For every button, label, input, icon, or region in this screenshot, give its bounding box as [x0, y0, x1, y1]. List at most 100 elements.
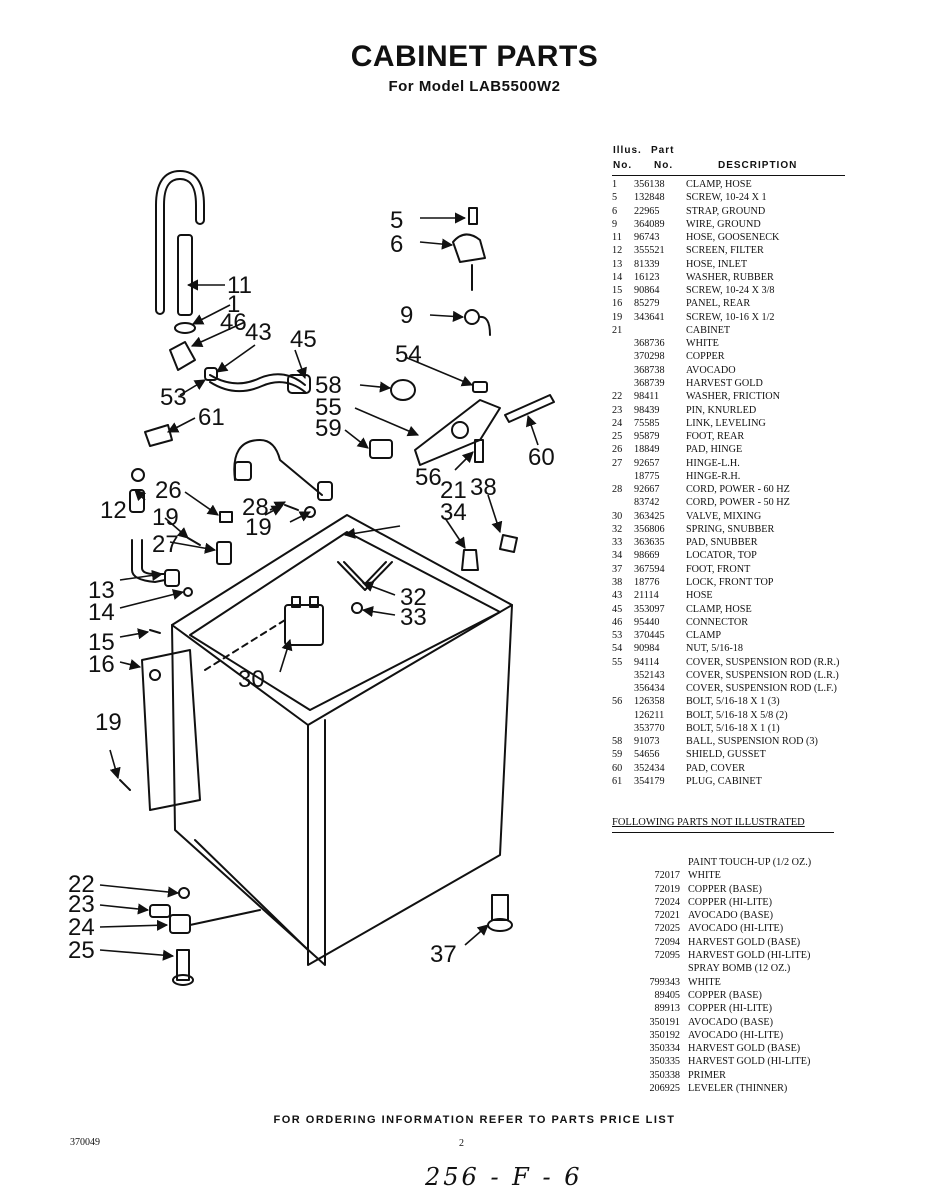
part-no: 22965: [634, 205, 660, 217]
table-row: 2595879Foot, Rear: [612, 430, 912, 443]
description: Screw, 10-24 x 1: [686, 192, 767, 204]
description: Clamp: [686, 630, 722, 642]
description: AVOCADO (BASE): [688, 910, 773, 922]
part-no: 343641: [634, 311, 665, 323]
part-no: 370445: [634, 630, 665, 642]
description: WHITE: [688, 976, 721, 988]
table-row: 19 343641 Screw, 10-16 x 1/2: [612, 311, 912, 324]
illus-no: 14: [612, 271, 623, 283]
table-row: 45353097Clamp, Hose: [612, 603, 912, 616]
description: Cord, Power - 60 Hz: [686, 484, 790, 496]
description: PRIMER: [688, 1069, 726, 1081]
description: Panel, Rear: [686, 298, 751, 310]
table-row: 5891073Ball, Suspension Rod (3): [612, 735, 912, 748]
part-no: 18849: [634, 444, 660, 456]
part-no: 355521: [634, 245, 665, 257]
illus-no: [612, 470, 626, 483]
description: Hose, Gooseneck: [686, 232, 780, 244]
part-no: 89405: [654, 989, 680, 1001]
illus-no: 15: [612, 285, 623, 297]
page-number: 2: [459, 1138, 464, 1149]
table-row: 5132848Screw, 10-24 x 1: [612, 191, 912, 204]
description: Cover, Suspension Rod (L.R.): [686, 669, 839, 681]
table-row: 60352434Pad, Cover: [612, 762, 912, 775]
illus-no: 1: [612, 179, 618, 190]
part-no: 368738: [634, 364, 665, 376]
part-no: 85279: [634, 298, 660, 310]
table-row: 12355521Screen, Filter: [612, 244, 912, 257]
illus-no: 26: [612, 444, 623, 456]
description: Pad, Hinge: [686, 444, 743, 456]
part-no: 206925: [649, 1083, 680, 1095]
callout-12: 12: [100, 497, 127, 524]
table-row: 33363635Pad, Snubber: [612, 536, 912, 549]
illus-no: 33: [612, 537, 623, 549]
handwritten-note: 256 - F - 6: [425, 1163, 583, 1191]
illus-no: 28: [612, 484, 623, 496]
part-no: 81339: [634, 258, 660, 270]
description: Bolt, 5/16-18 x 1 (3): [686, 696, 780, 708]
header-part: Part: [651, 145, 675, 156]
description: LEVELER (THINNER): [688, 1083, 788, 1095]
table-row: 9364089Wire, Ground: [612, 218, 912, 231]
part-no: [615, 856, 688, 869]
description: WHITE: [688, 870, 721, 882]
description: Screw, 10-16 x 1/2: [686, 311, 775, 323]
table-row: 5490984Nut, 5/16-18: [612, 642, 912, 655]
description: COPPER (BASE): [688, 883, 762, 895]
callout-1: 1: [227, 291, 240, 318]
description: AVOCADO (HI-LITE): [688, 923, 784, 935]
callout-21: 21: [440, 477, 467, 504]
description: Cord, Power - 50 Hz: [686, 497, 790, 509]
illus-no: 61: [612, 775, 623, 787]
description: Hose, Inlet: [686, 258, 748, 270]
callout-53: 53: [160, 384, 187, 411]
description: Hinge-L.H.: [686, 457, 740, 469]
table-row: 5594114Cover, Suspension Rod (R.R.): [612, 656, 912, 669]
illus-no: [612, 377, 626, 390]
description: Washer, Rubber: [686, 271, 774, 283]
callout-54: 54: [395, 341, 422, 368]
illus-no: 24: [612, 417, 623, 429]
exploded-parts-diagram: 5 6 9 11 1 46 43 45 53 61 54 58 55 59 60…: [68, 170, 555, 986]
part-no: 356138: [634, 179, 665, 190]
header-no: No.: [613, 160, 633, 171]
description: Clamp, Hose: [686, 603, 752, 615]
description: Nut, 5/16-18: [686, 643, 743, 655]
illus-no: 22: [612, 391, 623, 403]
table-row: 2792657Hinge-L.H.: [612, 457, 912, 470]
table-row: 1416123Washer, Rubber: [612, 271, 912, 284]
callout-56: 56: [415, 464, 442, 491]
part-no: 350338: [649, 1069, 680, 1081]
illus-no: 16: [612, 298, 623, 310]
illus-no: 38: [612, 576, 623, 588]
table-row: 5954656Shield, Gusset: [612, 748, 912, 761]
description: Strap, Ground: [686, 205, 766, 217]
part-no: 89913: [654, 1003, 680, 1015]
table-row: 352143Cover, Suspension Rod (L.R.): [612, 669, 912, 682]
illus-no: 46: [612, 616, 623, 628]
illus-no: [612, 350, 626, 363]
illus-no: 37: [612, 563, 623, 575]
callout-59: 59: [315, 415, 342, 442]
part-no: 72021: [654, 910, 680, 922]
illus-no: 11: [612, 232, 622, 244]
description: Washer, Friction: [686, 391, 780, 403]
illus-no: 54: [612, 643, 623, 655]
description: Link, Leveling: [686, 417, 766, 429]
part-no: 18776: [634, 576, 660, 588]
part-no: 363425: [634, 510, 665, 522]
description: Wire, Ground: [686, 218, 761, 230]
part-no: 799343: [649, 976, 680, 988]
part-no: 368736: [634, 338, 665, 350]
description: Clamp, Hose: [686, 179, 752, 190]
description: Cover, Suspension Rod (L.F.): [686, 683, 837, 695]
illus-no: 19: [612, 311, 623, 323]
part-no: 352434: [634, 762, 665, 774]
